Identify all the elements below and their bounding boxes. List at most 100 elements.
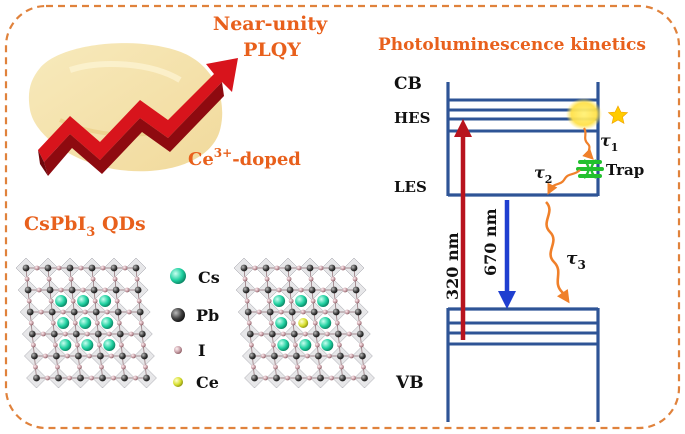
iodine-atom (72, 320, 78, 326)
iodine-atom (138, 320, 144, 326)
cesium-atom (277, 339, 290, 351)
iodine-atom (344, 309, 350, 315)
iodine-atom (261, 353, 266, 359)
lead-atom (70, 308, 78, 316)
lead-atom (66, 264, 74, 272)
lead-atom (249, 352, 256, 360)
iodine-atom (361, 364, 366, 370)
iodine-atom (346, 331, 352, 337)
iodine-atom (99, 364, 104, 370)
iodine-atom (60, 309, 66, 315)
iodine-atom (307, 375, 312, 381)
iodine-atom (26, 298, 32, 304)
iodine-atom (128, 331, 134, 337)
tau3-label: τ3 (566, 249, 586, 272)
iodine-atom (140, 342, 146, 348)
iodine-atom (55, 364, 60, 370)
iodine-atom (116, 320, 122, 326)
lead-atom (295, 374, 302, 382)
tau3-decay-arrow (544, 201, 570, 304)
tau1-decay-arrow (582, 127, 594, 160)
lead-atom (334, 330, 342, 338)
iodine-atom (30, 342, 36, 348)
iodine-atom (118, 342, 124, 348)
lead-atom (136, 308, 144, 316)
iodine-atom (68, 276, 74, 282)
emission-label: 670 nm (481, 208, 500, 276)
cesium-atom (101, 317, 114, 329)
lead-atom (271, 352, 278, 360)
lead-atom (288, 308, 296, 316)
iodine-atom (38, 309, 44, 315)
iodine-atom (329, 375, 334, 381)
iodine-atom (100, 265, 106, 271)
lead-atom (332, 308, 340, 316)
iodine-atom (82, 309, 88, 315)
iodine-atom (322, 309, 328, 315)
iodine-atom (65, 353, 70, 359)
lead-atom (112, 286, 120, 294)
iodine-atom (266, 298, 272, 304)
iodine-atom (251, 364, 256, 370)
lead-atom (251, 374, 258, 382)
lead-atom (306, 264, 314, 272)
iodine-atom (258, 331, 264, 337)
les-label: LES (394, 178, 427, 196)
iodine-atom (298, 287, 304, 293)
iodine-atom (48, 298, 54, 304)
lead-atom (246, 330, 254, 338)
iodine-atom (263, 375, 268, 381)
lead-atom (119, 352, 126, 360)
iodine-atom (36, 287, 42, 293)
legend-i-label: I (198, 341, 205, 360)
cesium-atom (295, 295, 308, 307)
iodine-atom (80, 287, 86, 293)
cerium-atom (298, 318, 309, 328)
cesium-atom (55, 295, 68, 307)
lead-atom (242, 286, 250, 294)
cesium-atom (299, 339, 312, 351)
lead-atom (33, 374, 40, 382)
lead-atom (352, 286, 360, 294)
iodine-atom (302, 331, 308, 337)
iodine-atom (58, 287, 64, 293)
iodine-atom (351, 375, 356, 381)
iodine-atom (352, 276, 358, 282)
iodine-atom (56, 265, 62, 271)
lead-atom (240, 264, 248, 272)
iodine-atom (340, 265, 346, 271)
lead-atom (22, 264, 30, 272)
lead-atom (75, 352, 82, 360)
lead-atom (337, 352, 344, 360)
iodine-atom (268, 320, 274, 326)
cesium-atom (81, 339, 94, 351)
lead-atom (284, 264, 292, 272)
iodine-atom (50, 320, 56, 326)
lead-atom (88, 264, 96, 272)
iodine-atom (254, 287, 260, 293)
lead-atom (121, 374, 128, 382)
legend-ce-label: Ce (196, 373, 219, 392)
iodine-atom (46, 276, 52, 282)
iodine-atom (273, 364, 278, 370)
kinetics-title: Photoluminescence kinetics (378, 35, 646, 55)
legend-ce-swatch (173, 377, 183, 387)
legend-cs-label: Cs (198, 268, 220, 287)
plqy-title-line2: PLQY (243, 39, 301, 61)
iodine-atom (264, 276, 270, 282)
lead-atom (266, 308, 274, 316)
cesium-atom (103, 339, 116, 351)
legend-pb-label: Pb (196, 306, 219, 325)
lead-atom (46, 286, 54, 294)
iodine-atom (70, 298, 76, 304)
lead-atom (268, 330, 276, 338)
lead-atom (31, 352, 38, 360)
iodine-atom (314, 342, 320, 348)
atom-legend: Cs Pb I Ce (170, 268, 220, 392)
iodine-atom (67, 375, 72, 381)
dashed-border (4, 4, 681, 430)
lead-atom (110, 264, 118, 272)
iodine-atom (278, 309, 284, 315)
tau2-label: τ2 (534, 163, 552, 186)
iodine-atom (102, 287, 108, 293)
